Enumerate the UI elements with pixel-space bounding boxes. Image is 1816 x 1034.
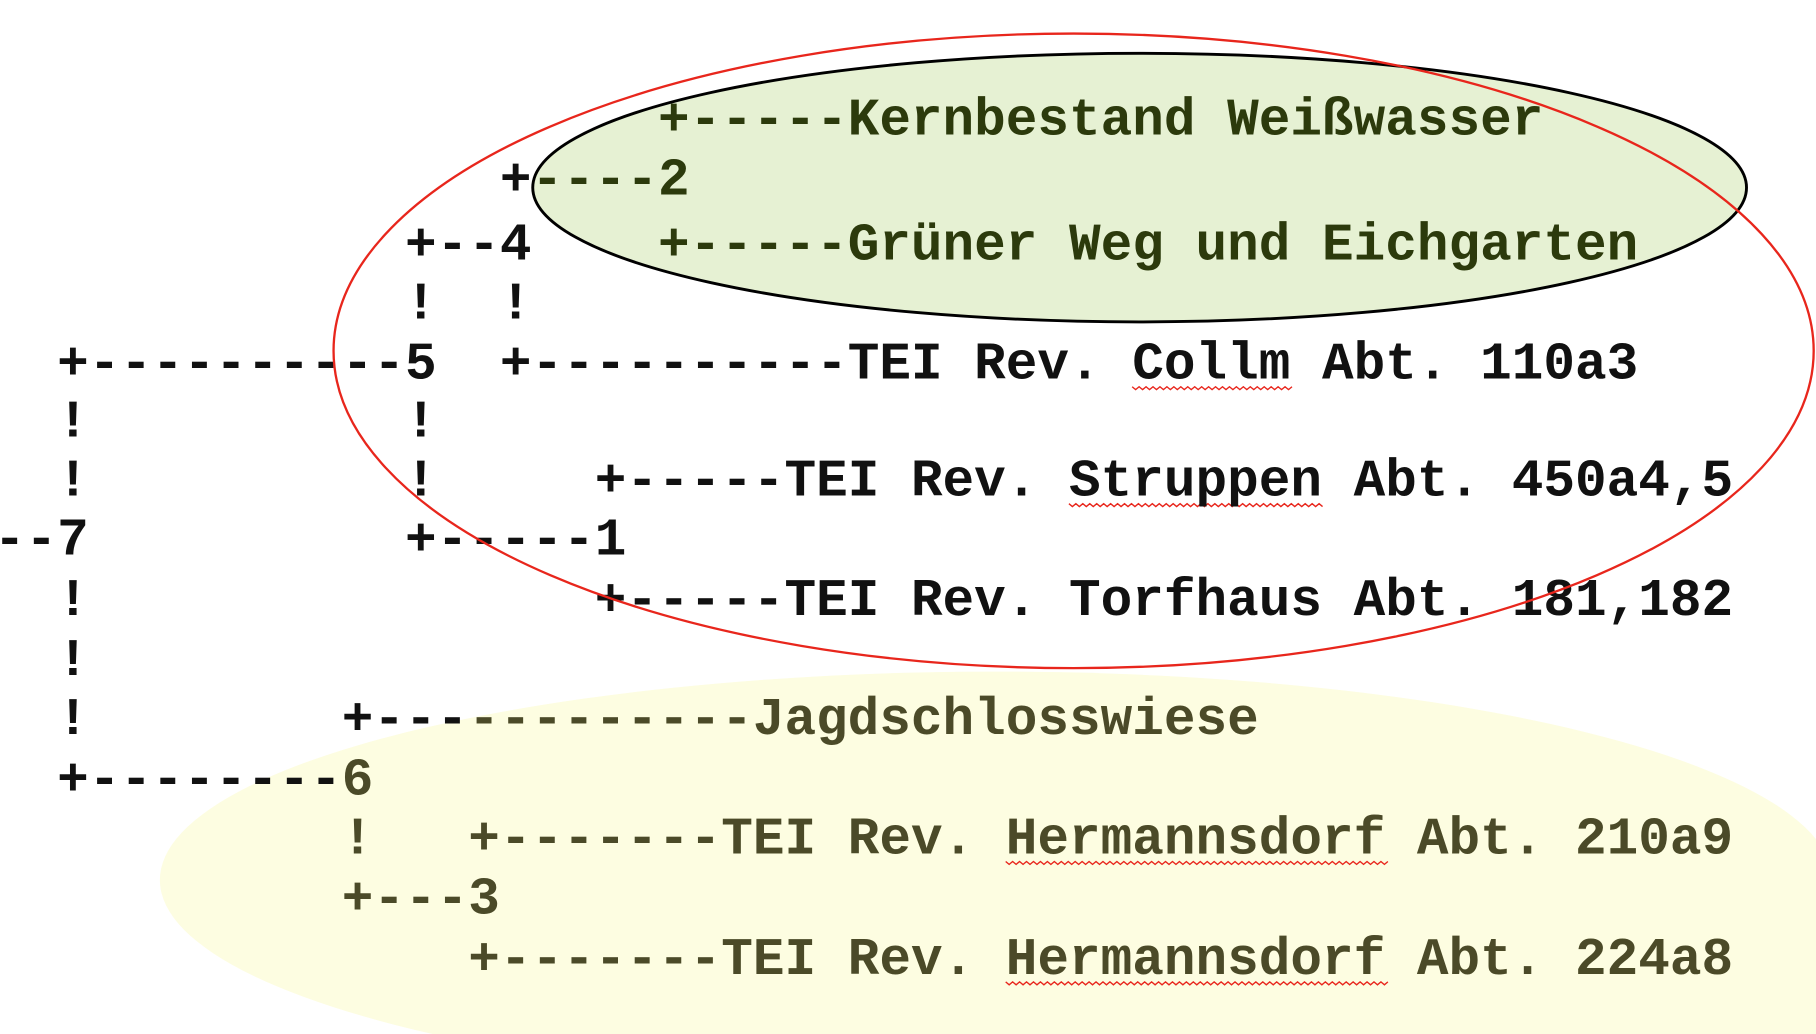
dendrogram-row: +-------TEI Rev. Hermannsdorf Abt. 224a8 <box>0 930 1733 990</box>
row-segment: ! ! +-----TEI Rev. <box>0 452 1069 512</box>
yellow-cluster-highlight <box>159 671 1816 1034</box>
row-segment: ! <box>0 631 89 691</box>
spellcheck-word: Hermannsdorf <box>1006 930 1385 990</box>
spellcheck-word: Collm <box>1132 335 1290 395</box>
row-segment: +-------- <box>0 750 342 810</box>
row-segment: ! +-----TEI Rev. Torfhaus Abt. 181,182 <box>0 571 1733 631</box>
dendrogram-row: +---3 <box>0 870 500 930</box>
row-segment: --7 +-----1 <box>0 511 626 571</box>
green-cluster-highlight <box>532 53 1747 322</box>
spellcheck-underline <box>1005 980 1389 986</box>
row-segment: +---3 <box>0 870 500 930</box>
row-segment: ! ! <box>0 393 437 453</box>
row-segment: +-----Kernbestand Weißwasser <box>658 90 1543 150</box>
spellcheck-underline <box>1005 860 1389 866</box>
row-segment: ! +-------TEI Rev. <box>0 809 1006 869</box>
dendrogram-row: +----------5 +----------TEI Rev. Collm A… <box>0 335 1638 395</box>
row-segment: Abt. 450a4,5 <box>1322 452 1733 512</box>
dendrogram-row: +--------6 <box>0 750 373 810</box>
row-segment: +-------TEI Rev. <box>0 930 1006 990</box>
dendrogram-row: +--4 +-----Grüner Weg und Eichgarten <box>0 215 1638 275</box>
row-segment: +--4 <box>0 215 658 275</box>
row-segment: ! ! <box>0 274 531 334</box>
row-segment: Abt. 110a3 <box>1290 335 1638 395</box>
dendrogram-row: +----2 <box>0 151 690 211</box>
row-segment: + <box>0 151 531 211</box>
row-segment: Abt. 224a8 <box>1385 930 1733 990</box>
row-segment: ----2 <box>531 151 689 211</box>
dendrogram-text: +-----Kernbestand Weißwasser +----2 +--4… <box>0 90 1733 989</box>
row-segment: ---------Jagdschlosswiese <box>468 690 1259 750</box>
row-segment: Abt. 210a9 <box>1385 809 1733 869</box>
dendrogram-row: ! +------------Jagdschlosswiese <box>0 690 1259 750</box>
row-segment: 6 <box>342 750 374 810</box>
dendrogram-row: ! +-----TEI Rev. Torfhaus Abt. 181,182 <box>0 571 1733 631</box>
dendrogram-row: +-----Kernbestand Weißwasser <box>0 90 1543 150</box>
green-cluster-outline <box>531 51 1748 324</box>
spellcheck-word: Hermannsdorf <box>1006 809 1385 869</box>
spellcheck-underline <box>1068 502 1324 508</box>
spellcheck-underline <box>1131 385 1293 391</box>
dendrogram-row: ! ! +-----TEI Rev. Struppen Abt. 450a4,5 <box>0 452 1733 512</box>
row-segment: +----------5 +----------TEI Rev. <box>0 335 1132 395</box>
red-cluster-outline <box>332 32 1815 670</box>
dendrogram-row: ! <box>0 631 89 691</box>
dendrogram-row: --7 +-----1 <box>0 511 626 571</box>
dendrogram-row: ! ! <box>0 393 437 453</box>
dendrogram-row: ! +-------TEI Rev. Hermannsdorf Abt. 210… <box>0 809 1733 869</box>
spellcheck-word: Struppen <box>1069 452 1322 512</box>
row-segment: ! +--- <box>0 690 468 750</box>
dendrogram-row: ! ! <box>0 274 531 334</box>
row-segment: +-----Grüner Weg und Eichgarten <box>658 215 1638 275</box>
row-segment <box>0 90 658 150</box>
